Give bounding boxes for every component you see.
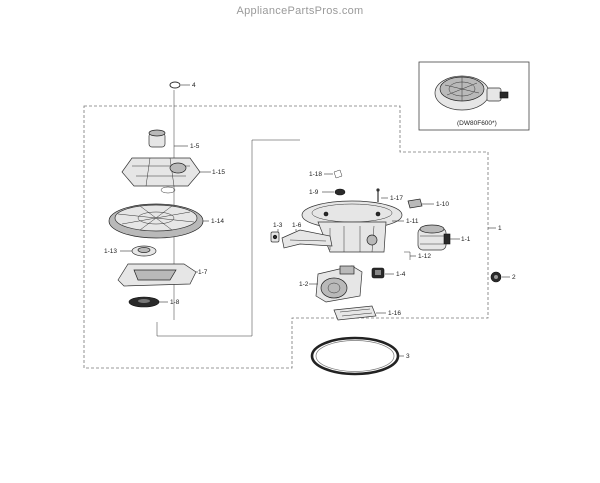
- part-1-15-filter-housing: 1-15: [121, 157, 225, 194]
- part-1-12-fitting: 1-12: [404, 251, 431, 260]
- part-1-10-sensor: 1-10: [407, 198, 449, 209]
- part-1-5-cap: 1-5: [148, 129, 200, 150]
- part-1-8-seal: 1-8: [128, 296, 180, 308]
- part-4-ring: 4: [169, 81, 196, 89]
- callout-1-17: 1-17: [390, 195, 403, 202]
- assembly-boundary-outline: [83, 105, 489, 369]
- callout-1-13: 1-13: [104, 248, 117, 255]
- callout-1: 1: [498, 225, 502, 232]
- part-1-3-valve: 1-3: [270, 222, 283, 243]
- part-1-14-impeller-disc: 1-14: [108, 203, 224, 239]
- callout-1-14: 1-14: [211, 218, 224, 225]
- callout-1-9: 1-9: [309, 189, 319, 196]
- part-1-6-hose: 1-6: [281, 222, 333, 249]
- callout-1-15: 1-15: [212, 169, 225, 176]
- part-1-assembly-callout: 1: [488, 225, 502, 232]
- callout-1-8: 1-8: [170, 299, 180, 306]
- part-1-7-lower-housing: 1-7: [117, 263, 208, 287]
- callout-1-12: 1-12: [418, 253, 431, 260]
- inset-model-view: (DW80F600*): [418, 61, 530, 131]
- part-1-9-nut: 1-9: [309, 188, 346, 196]
- callout-4: 4: [192, 82, 196, 89]
- callout-1-5: 1-5: [190, 143, 200, 150]
- part-1-16-bracket: 1-16: [333, 305, 401, 321]
- callout-1-10: 1-10: [436, 201, 449, 208]
- part-1-13-disc: 1-13: [104, 245, 157, 257]
- part-2-nut: 2: [490, 271, 516, 283]
- callout-1-2: 1-2: [299, 281, 309, 288]
- callout-1-6: 1-6: [292, 222, 302, 229]
- callout-1-18: 1-18: [309, 171, 322, 178]
- callout-1-3: 1-3: [273, 222, 283, 229]
- callout-2: 2: [512, 274, 516, 281]
- callout-1-11: 1-11: [406, 218, 419, 225]
- inset-caption: (DW80F600*): [457, 120, 497, 127]
- part-1-4-component: 1-4: [371, 267, 406, 279]
- watermark-text: AppliancePartsPros.com: [236, 5, 364, 17]
- part-1-18-clip: 1-18: [309, 169, 343, 179]
- callout-1-1: 1-1: [461, 236, 471, 243]
- part-1-11-sump-body: 1-11: [301, 200, 419, 253]
- callout-3: 3: [406, 353, 410, 360]
- part-3-gasket-ring: 3: [310, 336, 410, 376]
- callout-1-7: 1-7: [198, 269, 208, 276]
- sub-assembly-bracket: [156, 139, 300, 337]
- callout-1-16: 1-16: [388, 310, 401, 317]
- callout-1-4: 1-4: [396, 271, 406, 278]
- part-1-1-wash-motor: 1-1: [417, 224, 471, 251]
- part-1-17-screw: 1-17: [376, 188, 403, 202]
- part-1-2-drain-pump: 1-2: [299, 265, 363, 303]
